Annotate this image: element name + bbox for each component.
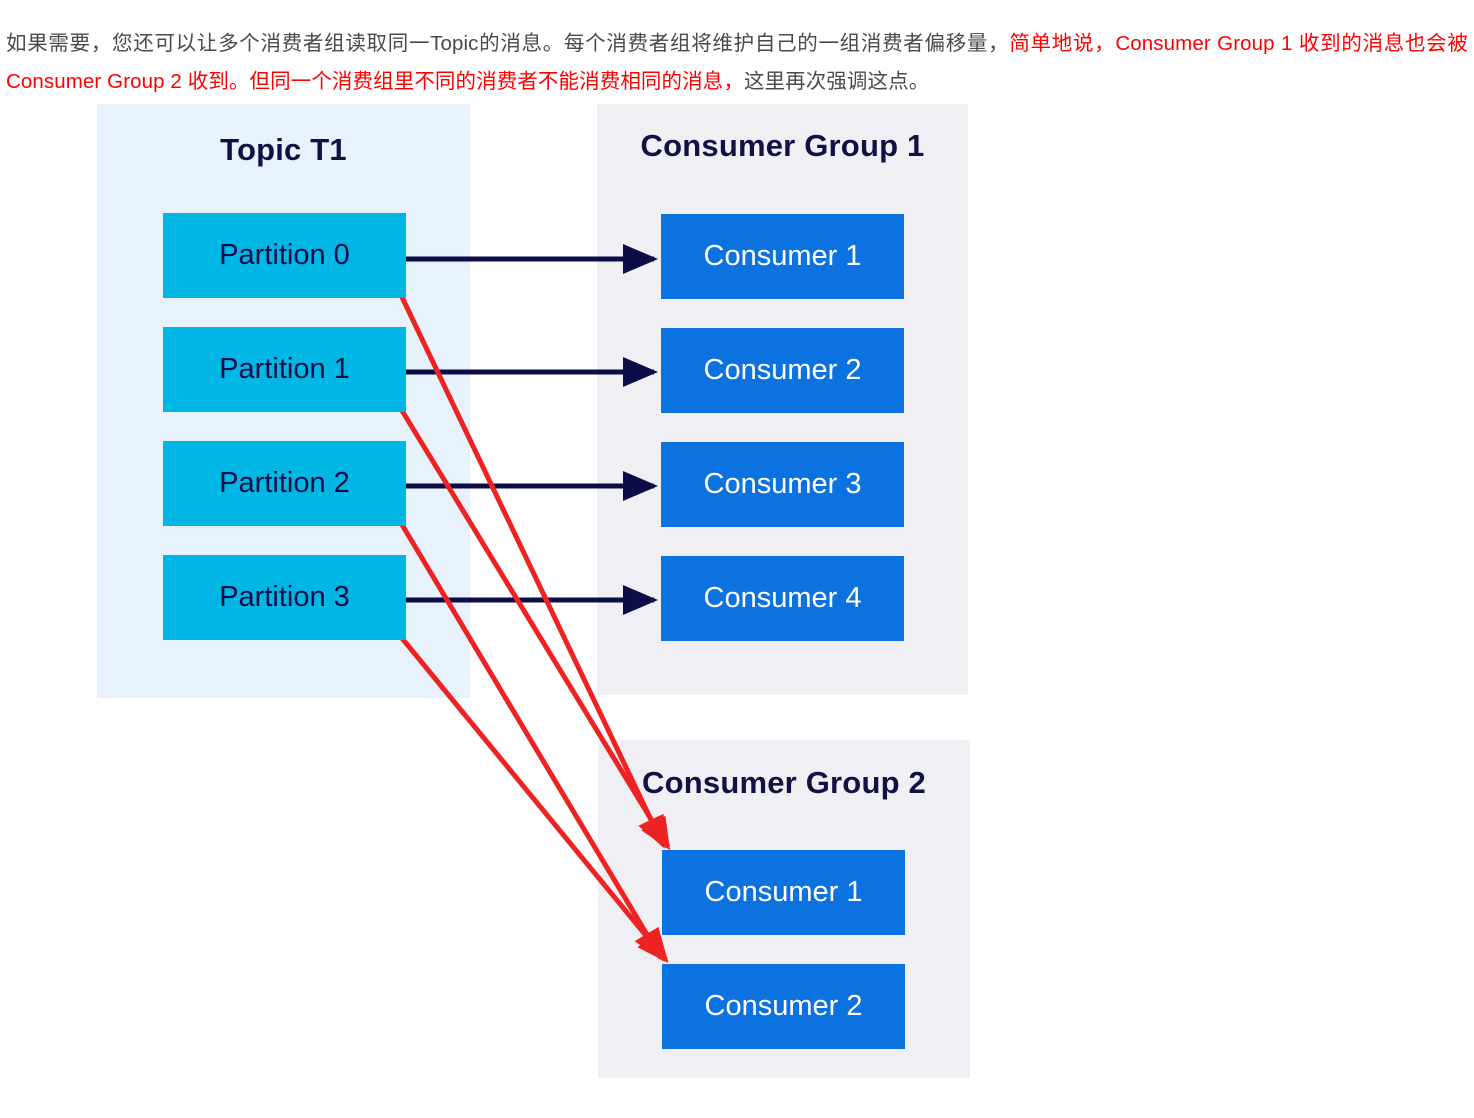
partition-label-2: Partition 2 <box>219 467 350 499</box>
consumer-group-2-title: Consumer Group 2 <box>642 765 926 800</box>
cg1-consumer-label-4: Consumer 4 <box>703 582 862 614</box>
cg1-consumer-box-4[interactable]: Consumer 4 <box>661 556 904 641</box>
cg1-consumer-label-3: Consumer 3 <box>703 468 862 500</box>
cg1-consumer-label-2: Consumer 2 <box>703 354 862 386</box>
partition-box-0[interactable]: Partition 0 <box>163 213 406 298</box>
partition-label-0: Partition 0 <box>219 239 350 271</box>
cg1-consumer-box-3[interactable]: Consumer 3 <box>661 442 904 527</box>
paragraph-segment-2: 这里再次强调这点。 <box>743 69 930 93</box>
paragraph-segment-1: 简单地说，Consumer Group 1 收到的消息也会被Consumer G… <box>6 31 1468 93</box>
cg1-consumer-label-1: Consumer 1 <box>703 240 862 272</box>
cg1-consumer-box-1[interactable]: Consumer 1 <box>661 214 904 299</box>
partition-label-3: Partition 3 <box>219 581 350 613</box>
cg2-consumer-label-2: Consumer 2 <box>704 990 863 1022</box>
cg2-consumer-box-1[interactable]: Consumer 1 <box>662 850 905 935</box>
partition-box-2[interactable]: Partition 2 <box>163 441 406 526</box>
intro-paragraph: 如果需要，您还可以让多个消费者组读取同一Topic的消息。每个消费者组将维护自己… <box>6 25 1468 101</box>
topic-panel-title: Topic T1 <box>220 132 347 167</box>
cg1-consumer-box-2[interactable]: Consumer 2 <box>661 328 904 413</box>
partition-box-1[interactable]: Partition 1 <box>163 327 406 412</box>
partition-label-1: Partition 1 <box>219 353 350 385</box>
paragraph-segment-0: 如果需要，您还可以让多个消费者组读取同一Topic的消息。每个消费者组将维护自己… <box>6 31 1010 55</box>
consumer-group-1-title: Consumer Group 1 <box>640 128 925 163</box>
cg2-consumer-box-2[interactable]: Consumer 2 <box>662 964 905 1049</box>
partition-box-3[interactable]: Partition 3 <box>163 555 406 640</box>
cg2-consumer-label-1: Consumer 1 <box>704 876 863 908</box>
